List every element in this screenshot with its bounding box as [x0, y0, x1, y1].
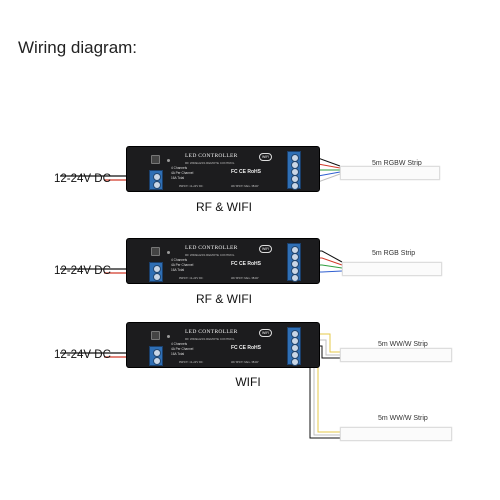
output-terminal-1 — [287, 151, 301, 190]
input-label-1: 12-24V DC — [54, 173, 111, 185]
wifi-badge-1: WiFi — [259, 153, 272, 161]
wifi-badge-3: WiFi — [259, 329, 272, 337]
led-controller-2: LED CONTROLLER RF WIRELESS REMOTE CONTRO… — [126, 238, 320, 284]
wifi-badge-2: WiFi — [259, 245, 272, 253]
output-rating-3: OUTPUT: Max. 384W — [231, 360, 259, 364]
input-terminal-1 — [149, 170, 163, 190]
input-terminal-2 — [149, 262, 163, 282]
input-terminal-3 — [149, 346, 163, 366]
input-rating-3: INPUT: 12-24V DC — [179, 360, 204, 364]
output-rating-1: OUTPUT: Max. 384W — [231, 184, 259, 188]
input-rating-1: INPUT: 12-24V DC — [179, 184, 204, 188]
output-wire-3e — [298, 357, 340, 436]
controller-subtitle-2: RF WIRELESS REMOTE CONTROL — [185, 253, 235, 257]
led-strip-www-2 — [340, 427, 452, 441]
led-controller-3: LED CONTROLLER RF WIRELESS REMOTE CONTRO… — [126, 322, 320, 368]
input-rating-2: INPUT: 12-24V DC — [179, 276, 204, 280]
led-strip-rgbw — [340, 166, 440, 180]
status-led-1 — [167, 159, 170, 162]
strip-label-2: 5m RGB Strip — [372, 250, 416, 257]
mode-label-3: WIFI — [235, 375, 261, 389]
certification-marks-2: FC CE RoHS — [231, 261, 261, 267]
pair-button-2 — [151, 247, 160, 256]
controller-subtitle-3: RF WIRELESS REMOTE CONTROL — [185, 337, 235, 341]
output-terminal-2 — [287, 243, 301, 282]
controller-name-2: LED CONTROLLER — [185, 245, 238, 251]
certification-marks-3: FC CE RoHS — [231, 345, 261, 351]
led-controller-1: LED CONTROLLER RF WIRELESS REMOTE CONTRO… — [126, 146, 320, 192]
controller-name-3: LED CONTROLLER — [185, 329, 238, 335]
pair-button-1 — [151, 155, 160, 164]
output-terminal-3 — [287, 327, 301, 366]
strip-label-1: 5m RGBW Strip — [372, 160, 422, 167]
led-strip-www-1 — [340, 348, 452, 362]
input-label-3: 12-24V DC — [54, 349, 111, 361]
controller-subtitle-1: RF WIRELESS REMOTE CONTROL — [185, 161, 235, 165]
pair-button-3 — [151, 331, 160, 340]
controller-name-1: LED CONTROLLER — [185, 153, 238, 159]
mode-label-1: RF & WIFI — [196, 200, 252, 214]
output-rating-2: OUTPUT: Max. 384W — [231, 276, 259, 280]
strip-label-3a: 5m WW/W Strip — [378, 341, 428, 348]
page-title: Wiring diagram: — [18, 38, 138, 57]
input-label-2: 12-24V DC — [54, 265, 111, 277]
certification-marks-1: FC CE RoHS — [231, 169, 261, 175]
status-led-2 — [167, 251, 170, 254]
status-led-3 — [167, 335, 170, 338]
led-strip-rgb — [342, 262, 442, 276]
strip-label-3b: 5m WW/W Strip — [378, 415, 428, 422]
mode-label-2: RF & WIFI — [196, 292, 252, 306]
